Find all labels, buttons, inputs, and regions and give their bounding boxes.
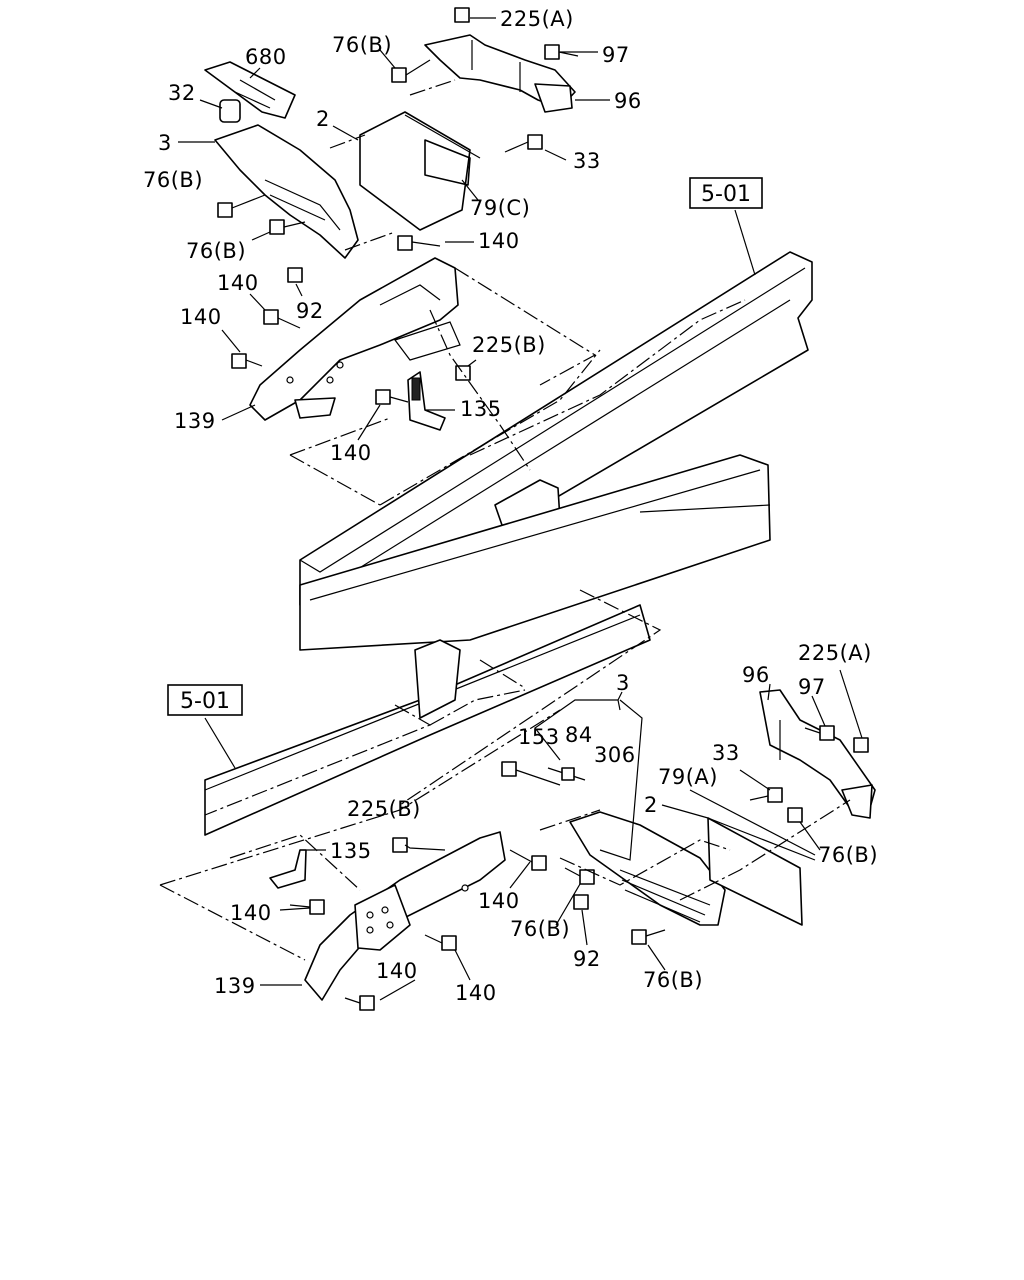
callout-140-b: 140 <box>217 271 259 295</box>
bolt-76b-top <box>391 59 431 83</box>
callout-33-bot: 33 <box>712 741 740 765</box>
bolt-140-d <box>375 389 409 405</box>
bracket-139-lower <box>304 831 506 1001</box>
bracket-135-upper <box>407 371 446 431</box>
callout-306: 306 <box>594 743 636 767</box>
callout-225b-top: 225(B) <box>472 333 546 357</box>
nut-225a-top <box>454 7 470 23</box>
callout-139-bot: 139 <box>214 974 256 998</box>
bolt-140-b <box>263 309 301 329</box>
mudguard-3-upper <box>214 124 359 259</box>
callout-3-bot: 3 <box>616 671 630 695</box>
callout-76b-l1: 76(B) <box>143 168 203 192</box>
bolt-group-upper <box>217 7 579 405</box>
callout-76b-top: 76(B) <box>332 33 392 57</box>
callout-32: 32 <box>168 81 196 105</box>
bolt-153 <box>501 761 561 786</box>
callout-97-top: 97 <box>602 43 630 67</box>
ref-box-top: 5-01 <box>689 177 763 209</box>
pin-84 <box>547 767 586 781</box>
nut-92-bot <box>573 894 589 910</box>
bolt-76b-m <box>564 867 595 885</box>
callout-680: 680 <box>245 45 287 69</box>
assembly-lines-upper <box>289 79 746 506</box>
callout-92-top: 92 <box>296 299 324 323</box>
callout-225a-top: 225(A) <box>500 7 574 31</box>
upper-bracket-96 <box>424 34 576 113</box>
bolt-97-top <box>544 44 579 60</box>
bolt-76b-b <box>631 929 666 945</box>
frame-rail-bottom <box>204 604 651 836</box>
callout-139-top: 139 <box>174 409 216 433</box>
callout-96-bot: 96 <box>742 663 770 687</box>
bolt-140-g <box>424 934 457 951</box>
bolt-76b-r <box>787 807 803 823</box>
callout-135-top: 135 <box>460 397 502 421</box>
bolt-33-top <box>504 134 543 153</box>
callout-33-top: 33 <box>573 149 601 173</box>
bracket-135-lower <box>269 849 307 889</box>
callout-84: 84 <box>565 723 593 747</box>
bolt-140-e <box>289 899 325 915</box>
bolt-140-a <box>397 235 441 251</box>
bolt-140-h <box>344 995 375 1011</box>
frame-rail-lower <box>299 454 771 651</box>
callout-140-f: 140 <box>478 889 520 913</box>
callout-140-d: 140 <box>330 441 372 465</box>
mudguard-3-lower <box>569 811 726 926</box>
callout-76b-r: 76(B) <box>818 843 878 867</box>
callout-76b-b: 76(B) <box>643 968 703 992</box>
bolt-140-c <box>231 353 263 369</box>
license-plate-2-upper <box>359 111 481 231</box>
callout-140-e: 140 <box>230 901 272 925</box>
callout-76b-l2: 76(B) <box>186 239 246 263</box>
callout-140-a: 140 <box>478 229 520 253</box>
callout-153: 153 <box>518 725 560 749</box>
callout-92-bot: 92 <box>573 947 601 971</box>
callout-225a-bot: 225(A) <box>798 641 872 665</box>
callout-225b-bot: 225(B) <box>347 797 421 821</box>
callout-97-bot: 97 <box>798 675 826 699</box>
bolt-33-bot <box>749 787 783 803</box>
ref-label-bottom: 5-01 <box>180 689 230 714</box>
bolt-76b-l1 <box>217 194 266 218</box>
ref-label-top: 5-01 <box>701 182 751 207</box>
callout-140-g: 140 <box>376 959 418 983</box>
callout-76b-m: 76(B) <box>510 917 570 941</box>
callout-96-top: 96 <box>614 89 642 113</box>
license-plate-2-lower <box>707 817 816 926</box>
bolt-97-bot <box>804 725 835 741</box>
label-plate-680 <box>204 61 296 119</box>
bracket-139-upper <box>249 257 461 421</box>
callout-140-h: 140 <box>455 981 497 1005</box>
ref-box-bottom: 5-01 <box>167 684 243 716</box>
leader-lines <box>178 17 863 1001</box>
callout-135-bot: 135 <box>330 839 372 863</box>
callout-labels: 225(A) 76(B) 97 96 680 32 2 3 33 79(C) 7… <box>143 7 878 1005</box>
callout-2-top: 2 <box>316 107 330 131</box>
nut-92-top <box>287 267 303 283</box>
callout-79a: 79(A) <box>658 765 718 789</box>
callout-140-c: 140 <box>180 305 222 329</box>
assembly-lines-lower <box>159 589 851 961</box>
nut-225b-top <box>455 365 471 381</box>
callout-3-top: 3 <box>158 131 172 155</box>
callout-79c: 79(C) <box>470 196 530 220</box>
bracket-96-lower <box>759 689 876 819</box>
callout-2-bot: 2 <box>644 793 658 817</box>
bolt-140-f <box>509 849 547 871</box>
bolt-group-lower <box>289 725 869 1011</box>
nut-32 <box>219 99 241 123</box>
nut-225a-bot <box>853 737 869 753</box>
bolt-76b-l2 <box>269 219 306 235</box>
nut-225b-bot <box>392 837 408 853</box>
